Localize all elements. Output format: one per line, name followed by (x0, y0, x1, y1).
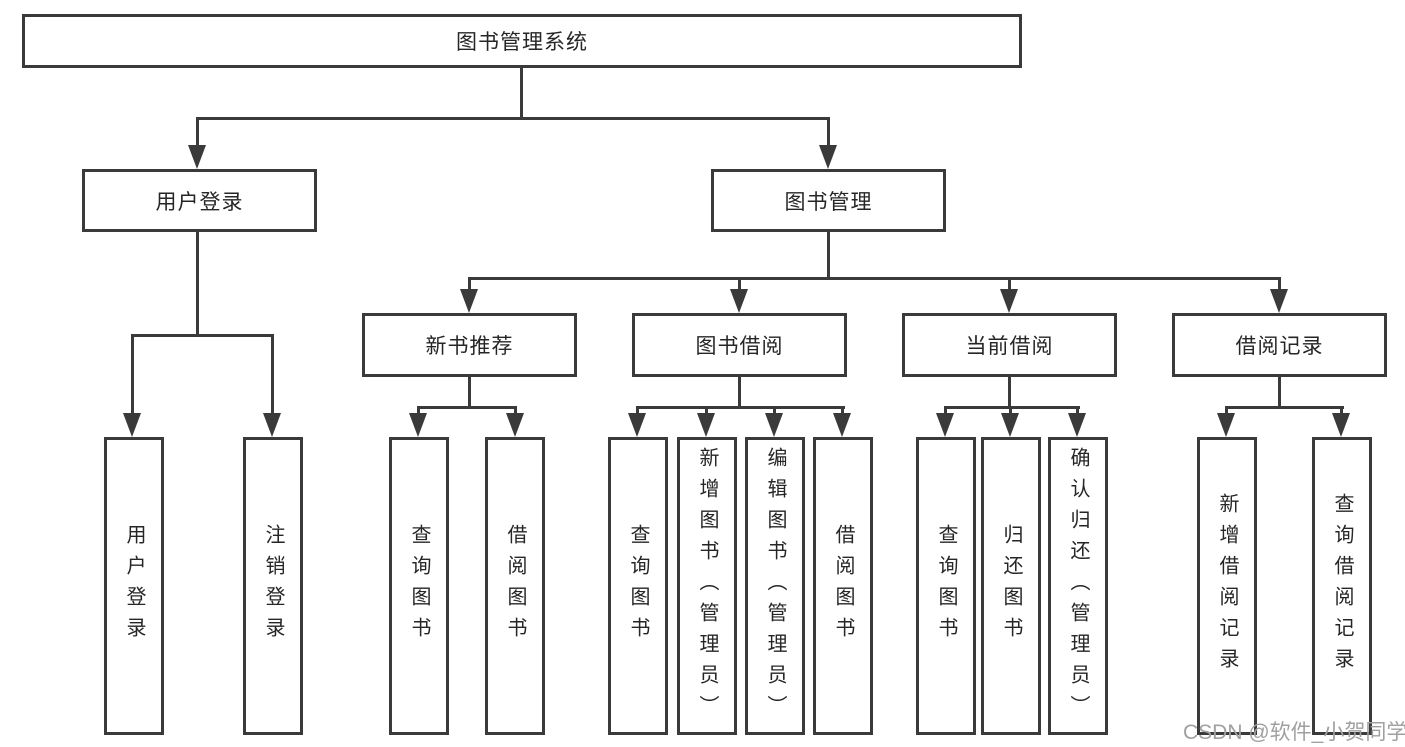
connector-leaves-rail (636, 406, 845, 409)
leaf-query-books-1: 查询图书 (389, 437, 449, 735)
connector-level2-rail (196, 117, 830, 120)
arrowhead-leaf (409, 413, 427, 437)
connector-book-mgmt-stem (827, 232, 830, 278)
connector-groups-rail (468, 277, 1281, 280)
connector-user-login-stem (196, 232, 199, 337)
node-root: 图书管理系统 (22, 14, 1022, 68)
node-book-borrowing: 图书借阅 (632, 313, 847, 377)
connector-leaves-rail (1225, 406, 1344, 409)
connector-user-login-drop (196, 117, 199, 149)
node-borrowing-records-label: 借阅记录 (1235, 335, 1324, 358)
arrowhead-group (460, 289, 478, 313)
connector-leaf-drop (1225, 406, 1228, 417)
connector-leaf-drop (944, 406, 947, 417)
leaf-label: 新增借阅记录 (1216, 493, 1238, 679)
leaf-label: 新增图书（管理员） (696, 446, 718, 726)
connector-group-drop (1008, 277, 1011, 293)
connector-leaf-drop (705, 406, 708, 417)
connector-group-stem (468, 377, 471, 408)
connector-group-drop (1278, 277, 1281, 293)
leaf-label: 查询借阅记录 (1331, 493, 1353, 679)
csdn-watermark: CSDN @软件_小贺同学 (1183, 721, 1405, 744)
leaf-label: 借阅图书 (504, 524, 526, 648)
connector-group-stem (1008, 377, 1011, 408)
arrowhead-leaf (765, 413, 783, 437)
connector-leaf-drop (841, 406, 844, 417)
arrowhead-group (1270, 289, 1288, 313)
arrowhead-leaf (936, 413, 954, 437)
arrowhead-leaf (833, 413, 851, 437)
connector-root-stem (520, 68, 523, 118)
leaf-confirm-return-admin: 确认归还（管理员） (1048, 437, 1108, 735)
leaf-label: 查询图书 (935, 524, 957, 648)
leaf-label: 确认归还（管理员） (1067, 446, 1089, 726)
leaf-label: 借阅图书 (832, 524, 854, 648)
leaf-edit-books-admin: 编辑图书（管理员） (745, 437, 805, 735)
connector-leaf-drop (271, 334, 274, 417)
node-book-borrowing-label: 图书借阅 (695, 335, 784, 358)
node-current-borrowing: 当前借阅 (902, 313, 1117, 377)
connector-book-mgmt-drop (827, 117, 830, 149)
connector-user-login-rail (131, 334, 274, 337)
connector-leaf-drop (1076, 406, 1079, 417)
leaf-label: 归还图书 (1000, 524, 1022, 648)
connector-leaf-drop (773, 406, 776, 417)
leaf-add-borrow-record: 新增借阅记录 (1197, 437, 1257, 735)
leaf-user-login: 用户登录 (104, 437, 164, 735)
arrowhead-leaf (1332, 413, 1350, 437)
connector-group-drop (738, 277, 741, 293)
connector-leaf-drop (417, 406, 420, 417)
leaf-borrow-books-1: 借阅图书 (485, 437, 545, 735)
arrowhead-leaf (628, 413, 646, 437)
node-new-book-recommend-label: 新书推荐 (425, 335, 514, 358)
leaf-query-borrow-record: 查询借阅记录 (1312, 437, 1372, 735)
node-user-login-label: 用户登录 (155, 190, 244, 214)
arrowhead-leaf (506, 413, 524, 437)
leaf-label: 查询图书 (627, 524, 649, 648)
arrowhead-group (1000, 289, 1018, 313)
node-new-book-recommend: 新书推荐 (362, 313, 577, 377)
leaf-logout: 注销登录 (243, 437, 303, 735)
connector-leaf-drop (1340, 406, 1343, 417)
arrowhead-book-mgmt (819, 145, 837, 169)
leaf-label: 查询图书 (408, 524, 430, 648)
connector-group-drop (468, 277, 471, 293)
leaf-label: 编辑图书（管理员） (764, 446, 786, 726)
connector-leaves-rail (417, 406, 517, 409)
node-borrowing-records: 借阅记录 (1172, 313, 1387, 377)
node-root-label: 图书管理系统 (456, 31, 588, 54)
arrowhead-leaf (263, 413, 281, 437)
node-book-management-label: 图书管理 (784, 190, 873, 214)
node-book-management: 图书管理 (711, 169, 946, 232)
connector-leaf-drop (1009, 406, 1012, 417)
leaf-label: 注销登录 (262, 524, 284, 648)
connector-leaf-drop (636, 406, 639, 417)
arrowhead-user-login (188, 145, 206, 169)
leaf-query-books-2: 查询图书 (608, 437, 668, 735)
arrowhead-leaf (697, 413, 715, 437)
connector-leaf-drop (131, 334, 134, 417)
arrowhead-group (730, 289, 748, 313)
connector-group-stem (1278, 377, 1281, 408)
leaf-query-books-3: 查询图书 (916, 437, 976, 735)
leaf-borrow-books-2: 借阅图书 (813, 437, 873, 735)
node-user-login: 用户登录 (82, 169, 317, 232)
node-current-borrowing-label: 当前借阅 (965, 335, 1054, 358)
arrowhead-leaf (123, 413, 141, 437)
arrowhead-leaf (1068, 413, 1086, 437)
connector-leaves-rail (944, 406, 1080, 409)
leaf-return-books: 归还图书 (981, 437, 1041, 735)
arrowhead-leaf (1001, 413, 1019, 437)
connector-group-stem (738, 377, 741, 408)
arrowhead-leaf (1217, 413, 1235, 437)
leaf-label: 用户登录 (123, 524, 145, 648)
leaf-add-books-admin: 新增图书（管理员） (677, 437, 737, 735)
connector-leaf-drop (514, 406, 517, 417)
